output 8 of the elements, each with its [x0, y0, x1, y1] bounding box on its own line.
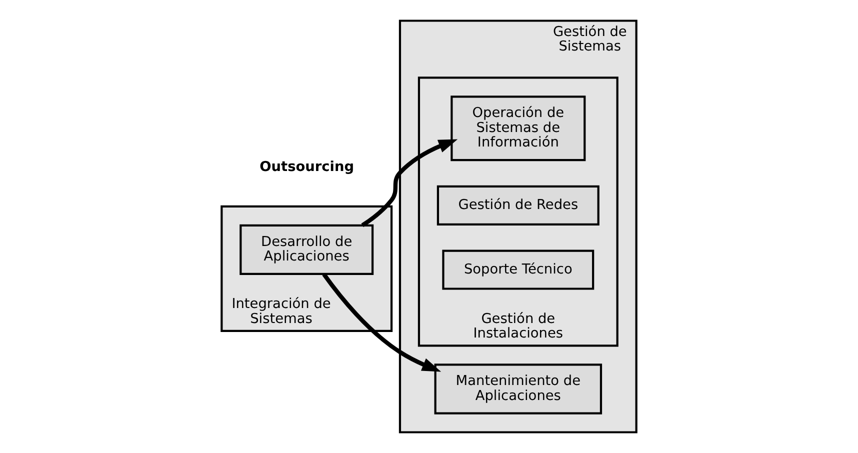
node-box: Mantenimiento de Aplicaciones	[434, 364, 602, 414]
node-box: Operación de Sistemas de Información	[450, 96, 586, 162]
node-box: Desarrollo de Aplicaciones	[240, 224, 374, 276]
node-box: Gestión de Redes	[436, 185, 600, 226]
label: Outsourcing	[260, 159, 354, 175]
node-box: Soporte Técnico	[442, 250, 594, 290]
arrow	[322, 273, 442, 372]
arrow	[361, 139, 458, 228]
